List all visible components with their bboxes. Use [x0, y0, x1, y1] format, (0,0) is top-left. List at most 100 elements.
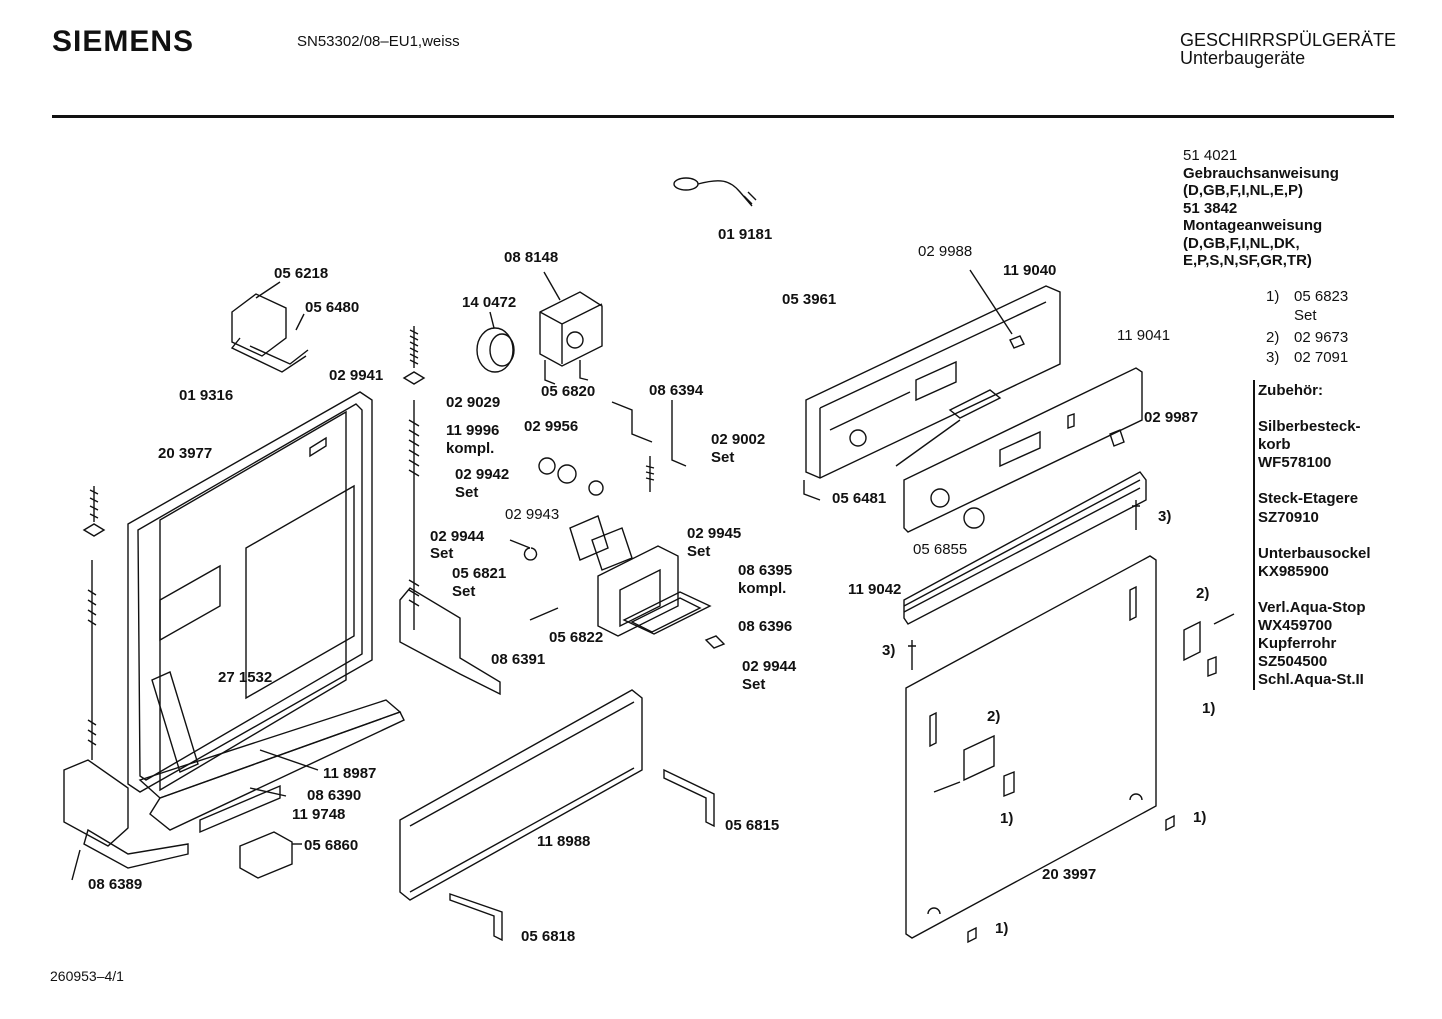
- part-label-271532: 27 1532: [218, 669, 273, 686]
- part-label-019181: 01 9181: [718, 226, 773, 243]
- ref-marker-3-b: 3): [882, 642, 896, 659]
- accessories-divider: [1253, 380, 1255, 690]
- part-label-kompl-2: kompl.: [738, 580, 787, 597]
- part-label-140472: 14 0472: [462, 294, 517, 311]
- part-label-088148: 08 8148: [504, 249, 559, 266]
- part-label-set-3: Set: [430, 545, 454, 562]
- part-label-029945: 02 9945: [687, 525, 742, 542]
- part-label-set-2: Set: [455, 484, 479, 501]
- accessory-6-name: Schl.Aqua-St.II: [1258, 671, 1364, 688]
- model-number: SN53302/08–EU1,weiss: [297, 33, 460, 50]
- part-label-029987: 02 9987: [1144, 409, 1199, 426]
- header-divider: [52, 115, 1394, 118]
- ref-marker-1-d: 1): [995, 920, 1009, 937]
- accessory-1-code: WF578100: [1258, 454, 1332, 471]
- part-label-086391: 08 6391: [491, 651, 546, 668]
- ref-marker-1-b: 1): [1000, 810, 1014, 827]
- accessory-4-name: Verl.Aqua-Stop: [1258, 599, 1366, 616]
- part-label-set-5: Set: [452, 583, 476, 600]
- part-label-056218: 05 6218: [274, 265, 329, 282]
- part-label-203997: 20 3997: [1042, 866, 1097, 883]
- part-label-029942: 02 9942: [455, 466, 510, 483]
- part-label-119748: 11 9748: [292, 806, 346, 823]
- part-label-118987: 11 8987: [323, 765, 377, 782]
- part-label-019316: 01 9316: [179, 387, 234, 404]
- aqua-stop-holder: [967, 613, 1235, 944]
- part-label-203977: 20 3977: [158, 445, 213, 462]
- category-line-2: Unterbaugeräte: [1180, 48, 1306, 68]
- accessory-5-name: Kupferrohr: [1258, 635, 1337, 652]
- outer-door-panel: [905, 500, 1157, 939]
- accessories-title: Zubehör:: [1258, 382, 1323, 399]
- accessory-1-name: Silberbesteck-: [1258, 418, 1361, 435]
- usage-manual-languages: (D,GB,F,I,NL,E,P): [1183, 182, 1303, 199]
- part-label-029944-b: 02 9944: [742, 658, 797, 675]
- part-label-set-1: Set: [711, 449, 735, 466]
- accessory-3-name: Unterbausockel: [1258, 545, 1371, 562]
- part-label-086390: 08 6390: [307, 787, 362, 804]
- timer-part: [539, 271, 603, 385]
- usage-manual-number: 51 4021: [1183, 147, 1238, 164]
- ref-2-part: 02 9673: [1294, 329, 1349, 346]
- part-label-086394: 08 6394: [649, 382, 704, 399]
- part-label-119042: 11 9042: [848, 581, 902, 598]
- ref-1-marker: 1): [1266, 288, 1280, 305]
- part-label-056860: 05 6860: [304, 837, 359, 854]
- part-label-056818: 05 6818: [521, 928, 576, 945]
- drawing-number: 260953–4/1: [50, 968, 124, 984]
- usage-manual-title: Gebrauchsanweisung: [1183, 164, 1339, 182]
- part-label-056821: 05 6821: [452, 565, 507, 582]
- door-bottom-rail: [138, 699, 405, 834]
- install-manual-languages-1: (D,GB,F,I,NL,DK,: [1183, 234, 1300, 252]
- part-label-053961: 05 3961: [782, 291, 837, 308]
- part-label-086389: 08 6389: [88, 876, 143, 893]
- part-label-029002: 02 9002: [711, 431, 766, 448]
- detergent-dispenser: [509, 400, 726, 649]
- part-label-056480: 05 6480: [305, 299, 360, 316]
- connector-block: [239, 831, 302, 879]
- inner-door-panel: [127, 391, 373, 793]
- part-label-056820: 05 6820: [541, 383, 596, 400]
- brand-logo: SIEMENS: [52, 25, 195, 58]
- part-label-029944-a: 02 9944: [430, 528, 485, 545]
- part-label-029956: 02 9956: [524, 418, 579, 435]
- part-label-119040: 11 9040: [1003, 262, 1057, 279]
- accessory-3-code: KX985900: [1258, 563, 1329, 580]
- ref-3-part: 02 7091: [1294, 349, 1349, 366]
- category-title: GESCHIRRSPÜLGERÄTE Unterbaugeräte: [1180, 31, 1396, 67]
- part-label-029988: 02 9988: [918, 243, 973, 260]
- ref-2-marker: 2): [1266, 329, 1280, 346]
- control-panel-front: [803, 269, 1061, 501]
- part-label-119041: 11 9041: [1117, 327, 1171, 344]
- category-line-1: GESCHIRRSPÜLGERÄTE: [1180, 30, 1397, 50]
- ref-3-marker: 3): [1266, 349, 1280, 366]
- part-label-056481: 05 6481: [832, 490, 887, 507]
- ref-marker-1-c: 1): [1193, 809, 1207, 826]
- part-label-set-4: Set: [687, 543, 711, 560]
- part-label-029029: 02 9029: [446, 394, 501, 411]
- install-manual-languages-2: E,P,S,N,SF,GR,TR): [1183, 252, 1312, 269]
- handle-strip: [903, 471, 1147, 625]
- documentation-block: 51 4021 Gebrauchsanweisung (D,GB,F,I,NL,…: [1183, 147, 1339, 270]
- part-label-119996: 11 9996: [446, 422, 500, 439]
- accessory-1-name-2: korb: [1258, 436, 1291, 453]
- plinth-brackets: [449, 768, 715, 942]
- part-label-029941: 02 9941: [329, 367, 384, 384]
- install-manual-number: 51 3842: [1183, 199, 1238, 217]
- part-label-029943: 02 9943: [505, 506, 560, 523]
- cable-part: [673, 177, 757, 207]
- ref-1-part: 05 6823: [1294, 288, 1349, 305]
- accessory-2-code: SZ70910: [1258, 509, 1319, 526]
- part-label-086395: 08 6395: [738, 562, 793, 579]
- ref-marker-3-a: 3): [1158, 508, 1172, 525]
- door-lock-part: [230, 281, 309, 373]
- part-label-056822: 05 6822: [549, 629, 604, 646]
- fascia-panel: [895, 367, 1143, 533]
- accessory-5-code: SZ504500: [1258, 653, 1328, 670]
- part-label-kompl-1: kompl.: [446, 440, 495, 457]
- plinth-panel: [399, 689, 643, 901]
- spring-rods: [82, 326, 426, 760]
- motor-part: [476, 311, 515, 373]
- part-label-056855: 05 6855: [913, 541, 968, 558]
